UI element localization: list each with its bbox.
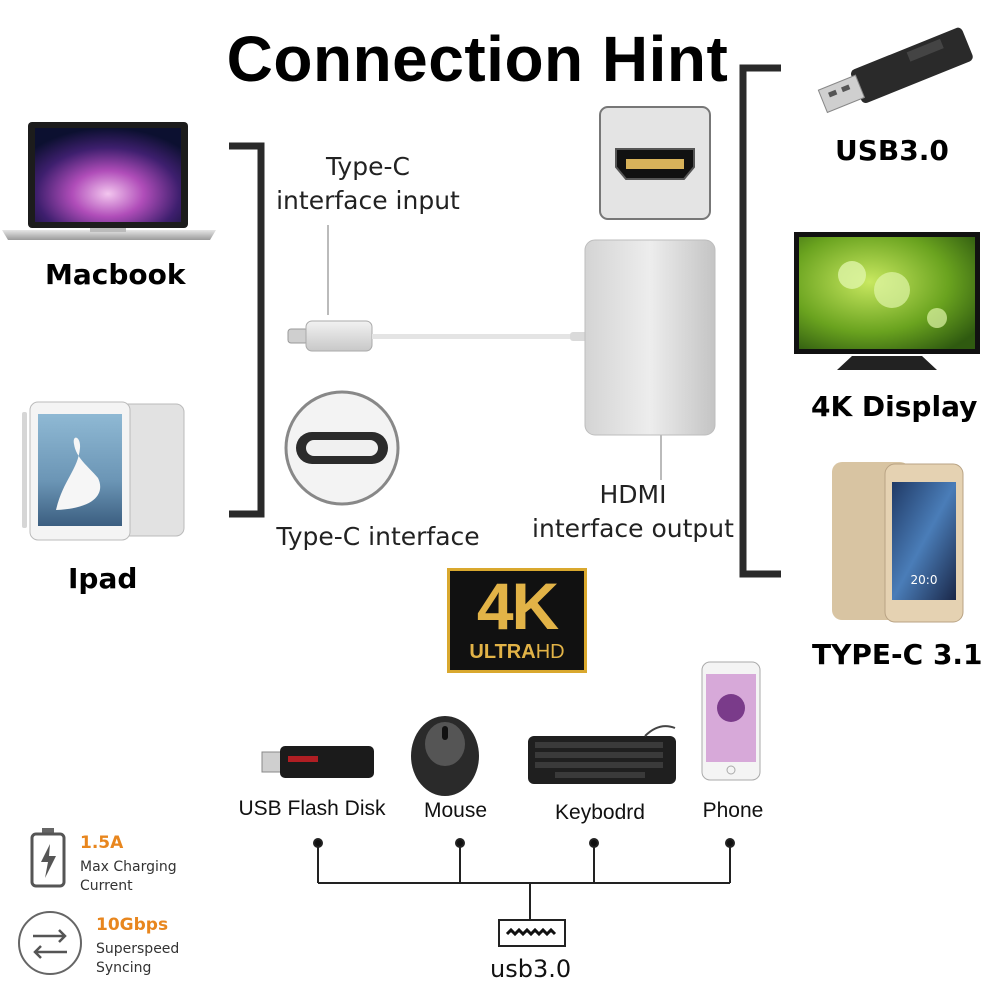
phone-clock: 20:0 (911, 573, 938, 587)
sync-arrows-icon (18, 911, 82, 975)
badge-hd-text: HD (535, 641, 565, 663)
charging-value: 1.5A (80, 833, 124, 853)
ipad-label: Ipad (68, 562, 138, 595)
4k-display-label: 4K Display (811, 390, 978, 423)
macbook-label: Macbook (45, 258, 186, 291)
macbook-image (2, 122, 216, 240)
hdmi-pointer-line (660, 435, 662, 480)
ipad-image (22, 401, 185, 541)
page-title: Connection Hint (226, 23, 729, 95)
adapter-image (287, 239, 716, 436)
speed-desc-line1: Superspeed (96, 941, 180, 957)
hdmi-port-image (599, 106, 711, 220)
battery-charge-icon (30, 828, 66, 888)
peripheral-label-usb-flash-disk: USB Flash Disk (238, 797, 386, 820)
typec-phone-image: 20:0 (832, 462, 964, 623)
usb-flash-disk-image (261, 746, 374, 778)
peripheral-label-mouse: Mouse (423, 799, 488, 822)
charging-desc: Max Charging Current (80, 858, 177, 896)
speed-desc-line2: Syncing (96, 960, 152, 976)
usb-port-icon (498, 919, 566, 947)
typec-pointer-line (327, 225, 329, 315)
hdmi-output-label-line2: interface output (532, 514, 734, 543)
4k-ultra-hd-badge: 4K ULTRAHD (447, 568, 587, 673)
speed-value: 10Gbps (96, 915, 169, 935)
usb-stick-image (817, 27, 973, 114)
hdmi-output-label: HDMI interface output (528, 478, 738, 546)
keyboard-image (528, 725, 676, 784)
phone-image (701, 661, 761, 781)
usb3-label: USB3.0 (835, 134, 949, 167)
typec31-label: TYPE-C 3.1 (812, 638, 983, 671)
badge-ultra-text: ULTRA (469, 641, 536, 663)
badge-4k-text: 4K (476, 569, 559, 643)
typec-port-image (284, 390, 400, 506)
speed-desc: Superspeed Syncing (96, 940, 179, 978)
left-bracket (229, 142, 265, 518)
charging-desc-line2: Current (80, 878, 133, 894)
typec-interface-label: Type-C interface (276, 522, 480, 551)
typec-input-label-line1: Type-C (326, 152, 410, 181)
mouse-image (411, 716, 479, 796)
usb-connector-tree (313, 838, 735, 919)
4k-display-image (794, 232, 980, 370)
typec-input-label-line2: interface input (276, 186, 460, 215)
right-bracket (739, 64, 781, 578)
hdmi-output-label-line1: HDMI (599, 480, 667, 509)
charging-desc-line1: Max Charging (80, 859, 177, 875)
usb-hub-label: usb3.0 (490, 955, 572, 983)
peripheral-label-keyboard: Keybodrd (555, 801, 645, 824)
typec-input-label: Type-C interface input (268, 150, 468, 218)
peripheral-label-phone: Phone (702, 799, 764, 822)
